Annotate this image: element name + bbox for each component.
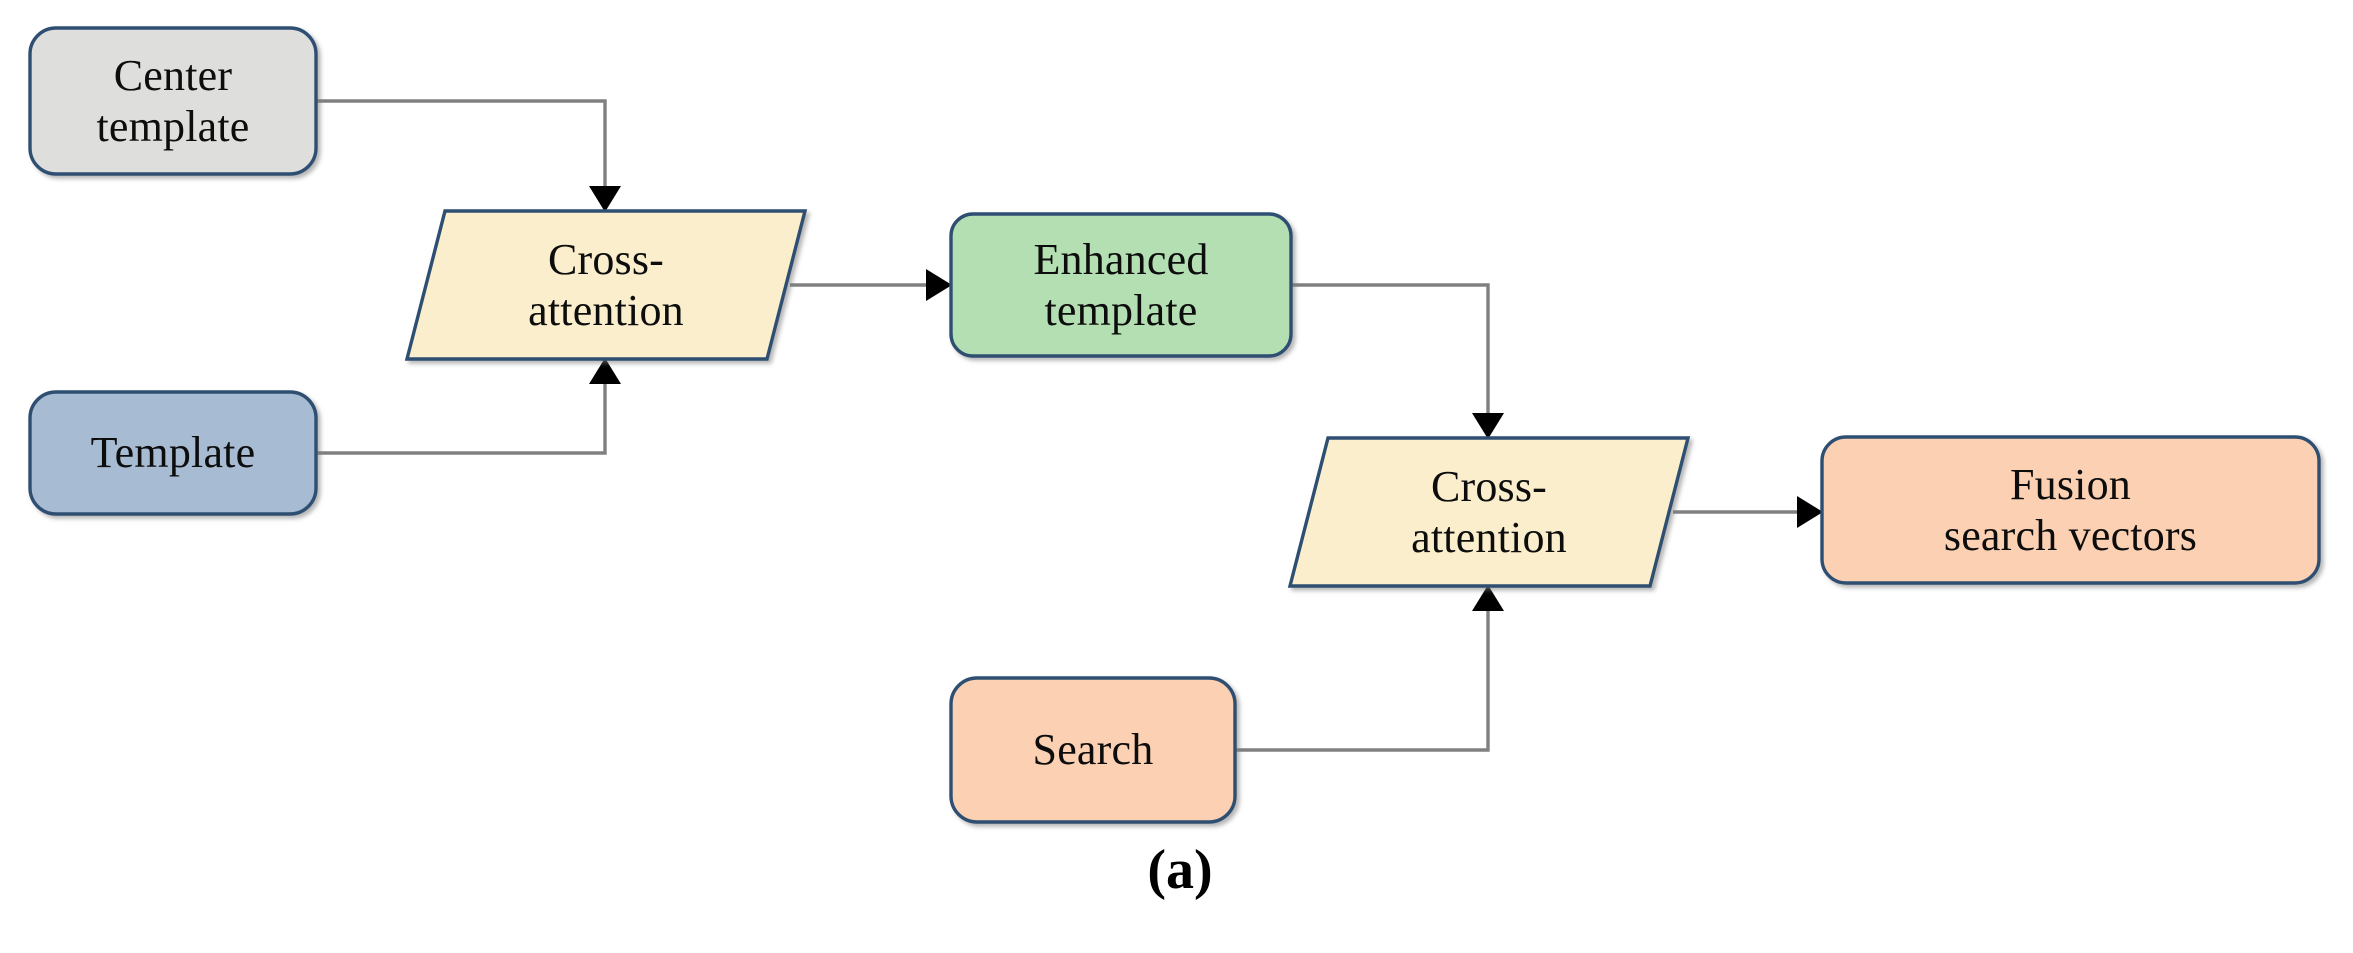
node-template[interactable] (28, 390, 318, 516)
node-cross-attention-2[interactable] (1287, 436, 1691, 588)
nodes-layer (28, 26, 2321, 824)
figure-caption: (a) (1147, 839, 1213, 901)
node-fusion-search-vectors[interactable] (1820, 435, 2321, 585)
connector-center-template-to-cross-attention-1 (316, 99, 621, 212)
node-search[interactable] (949, 676, 1237, 824)
connector-search-to-cross-attention-2 (1235, 585, 1504, 752)
connector-enhanced-template-to-cross-attention-2 (1291, 283, 1504, 439)
connector-cross-attention-1-to-enhanced-template (790, 269, 952, 301)
node-center-template[interactable] (28, 26, 318, 176)
connector-template-to-cross-attention-1 (316, 358, 621, 455)
node-enhanced-template[interactable] (949, 212, 1293, 358)
connectors-layer (316, 99, 1823, 752)
connector-cross-attention-2-to-fusion-search-vectors (1673, 496, 1823, 528)
node-cross-attention-1[interactable] (404, 209, 808, 361)
